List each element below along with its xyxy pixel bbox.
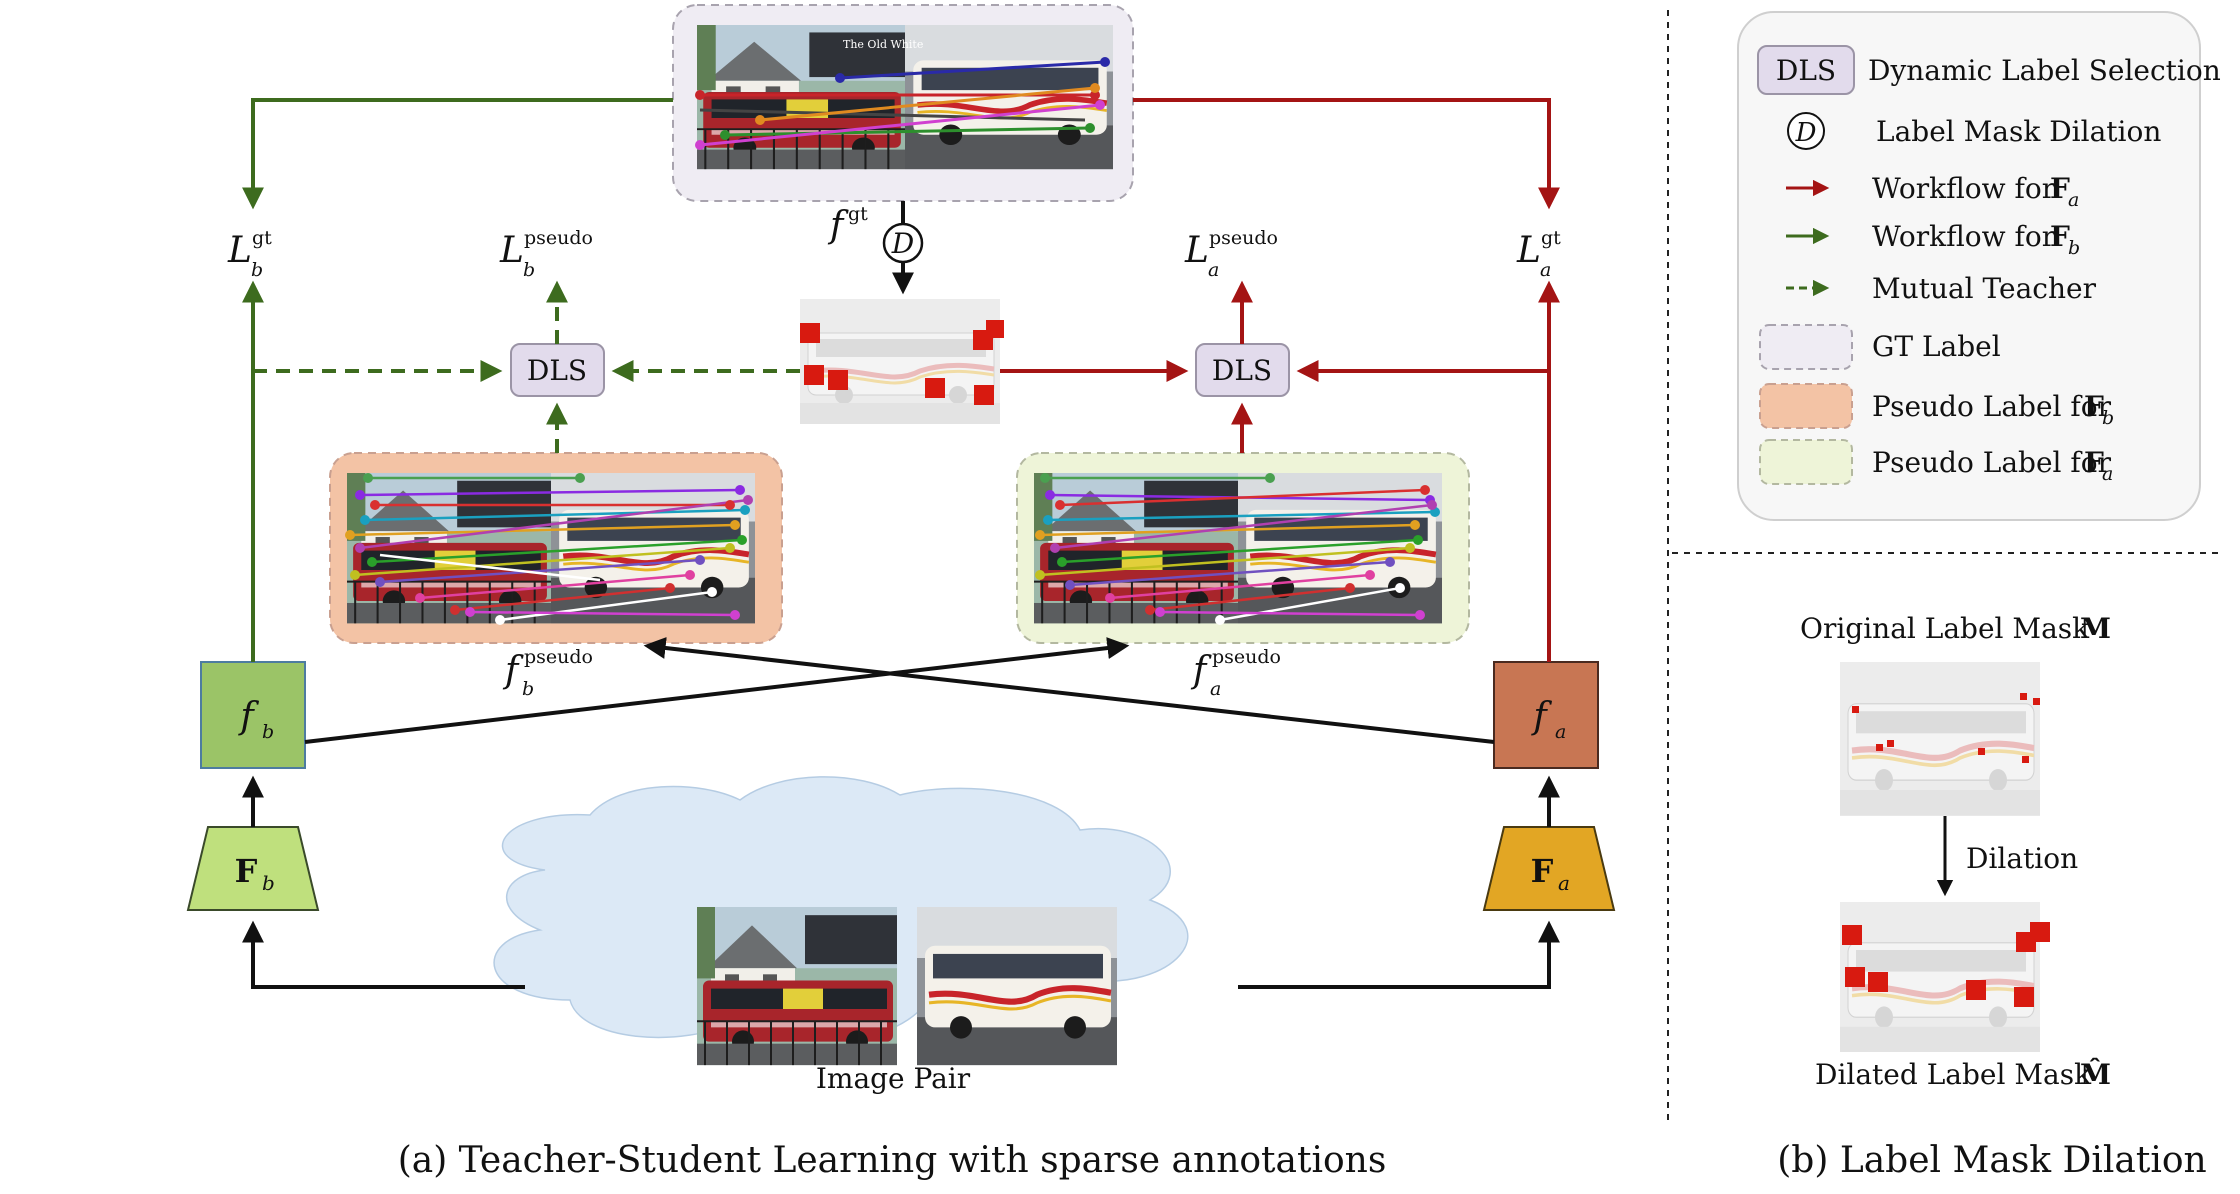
svg-text:b: b [251, 259, 263, 281]
svg-text:L: L [499, 230, 524, 271]
svg-text:Workflow for: Workflow for [1872, 172, 2056, 205]
caption-b: (b) Label Mask Dilation [1777, 1140, 2207, 1181]
svg-text:M̂: M̂ [2080, 1058, 2111, 1091]
encoder-F-b: F b [186, 826, 320, 911]
svg-text:F: F [2084, 390, 2104, 423]
dilated-mask-label: Dilated Label Mask M̂ [1815, 1058, 2111, 1091]
legend-item-pseudo-a: Pseudo Label for F a [1759, 439, 2113, 485]
svg-text:F: F [2050, 172, 2070, 205]
legend-item-workflow-b: Workflow for F b [1786, 220, 2080, 259]
svg-text:pseudo: pseudo [1212, 646, 1281, 668]
label-mask-image [800, 299, 1004, 424]
image-pair-left-photo [695, 905, 899, 1067]
image-pair-right-photo [917, 907, 1117, 1065]
svg-text:a: a [1558, 871, 1570, 895]
head-f-b: f b [200, 661, 306, 769]
svg-text:L: L [1516, 230, 1541, 271]
encoder-F-a: F a [1482, 826, 1616, 911]
legend-item-dilation: D Label Mask Dilation [1787, 112, 2161, 150]
svg-text:L: L [227, 230, 252, 271]
svg-text:gt: gt [252, 227, 272, 249]
dilated-mask-image [1840, 902, 2050, 1052]
svg-text:Label Mask Dilation: Label Mask Dilation [1876, 115, 2161, 148]
svg-text:Mutual Teacher: Mutual Teacher [1872, 272, 2097, 305]
svg-text:b: b [522, 678, 534, 700]
original-mask-image [1840, 662, 2040, 816]
dls-node-right: DLS [1195, 343, 1290, 397]
svg-text:Pseudo Label for: Pseudo Label for [1872, 446, 2112, 479]
svg-text:f: f [502, 650, 524, 691]
legend: DLS Dynamic Label Selection D Label Mask… [1737, 11, 2221, 521]
legend-item-pseudo-b: Pseudo Label for F b [1759, 383, 2114, 429]
svg-text:b: b [262, 871, 275, 895]
svg-text:gt: gt [1541, 227, 1561, 249]
dilation-node-label: D [891, 227, 914, 260]
f-gt-label: f gt [827, 203, 868, 246]
svg-text:a: a [1555, 721, 1566, 743]
loss-a-gt-label: L gt a [1516, 227, 1561, 281]
loss-a-pseudo-label: L pseudo a [1184, 227, 1278, 281]
svg-text:Dilated Label Mask: Dilated Label Mask [1815, 1058, 2092, 1091]
svg-text:L: L [1184, 230, 1209, 271]
svg-text:a: a [2102, 463, 2113, 485]
svg-text:f: f [1190, 650, 1212, 691]
svg-text:Pseudo Label for: Pseudo Label for [1872, 390, 2112, 423]
svg-text:Workflow for: Workflow for [1872, 220, 2056, 253]
svg-text:b: b [523, 259, 535, 281]
svg-text:pseudo: pseudo [524, 227, 593, 249]
svg-text:gt: gt [848, 203, 868, 225]
svg-text:a: a [1540, 259, 1551, 281]
svg-text:a: a [2068, 189, 2079, 211]
pseudo-label-box-b [329, 452, 783, 644]
svg-text:DLS: DLS [527, 354, 587, 387]
original-mask-label: Original Label Mask M [1800, 612, 2111, 645]
image-pair-label: Image Pair [816, 1062, 971, 1095]
bus-sign-text: The Old White [843, 38, 923, 51]
pseudo-label-box-a [1016, 452, 1470, 644]
svg-text:DLS: DLS [1212, 354, 1272, 387]
svg-text:b: b [2102, 407, 2114, 429]
svg-text:a: a [1208, 259, 1219, 281]
svg-text:b: b [2068, 237, 2080, 259]
f-pseudo-a-label: f pseudo a [1190, 646, 1281, 700]
legend-item-workflow-a: Workflow for F a [1786, 172, 2079, 211]
svg-text:a: a [1210, 678, 1221, 700]
svg-text:Original Label Mask: Original Label Mask [1800, 612, 2090, 645]
svg-text:M: M [2080, 612, 2111, 645]
head-f-a: f a [1493, 661, 1599, 769]
caption-a: (a) Teacher-Student Learning with sparse… [398, 1140, 1387, 1181]
svg-text:D: D [1795, 118, 1817, 148]
svg-text:pseudo: pseudo [524, 646, 593, 668]
legend-item-dls: DLS Dynamic Label Selection [1757, 45, 2221, 95]
svg-text:F: F [235, 852, 258, 890]
svg-text:Dynamic Label Selection: Dynamic Label Selection [1868, 54, 2221, 87]
svg-text:pseudo: pseudo [1209, 227, 1278, 249]
svg-text:b: b [262, 721, 274, 743]
legend-item-gt-label: GT Label [1759, 324, 2001, 370]
svg-text:F: F [1531, 852, 1554, 890]
legend-item-mutual-teacher: Mutual Teacher [1786, 272, 2097, 305]
svg-text:GT Label: GT Label [1872, 330, 2001, 363]
dilation-label: Dilation [1966, 842, 2078, 875]
svg-text:f: f [827, 205, 849, 246]
gt-label-box: The Old White [672, 4, 1134, 202]
svg-text:DLS: DLS [1776, 54, 1836, 87]
f-pseudo-b-label: f pseudo b [502, 646, 593, 700]
svg-text:F: F [2050, 220, 2070, 253]
dls-node-left: DLS [510, 343, 605, 397]
loss-b-pseudo-label: L pseudo b [499, 227, 593, 281]
loss-b-gt-label: L gt b [227, 227, 272, 281]
svg-text:F: F [2084, 446, 2104, 479]
